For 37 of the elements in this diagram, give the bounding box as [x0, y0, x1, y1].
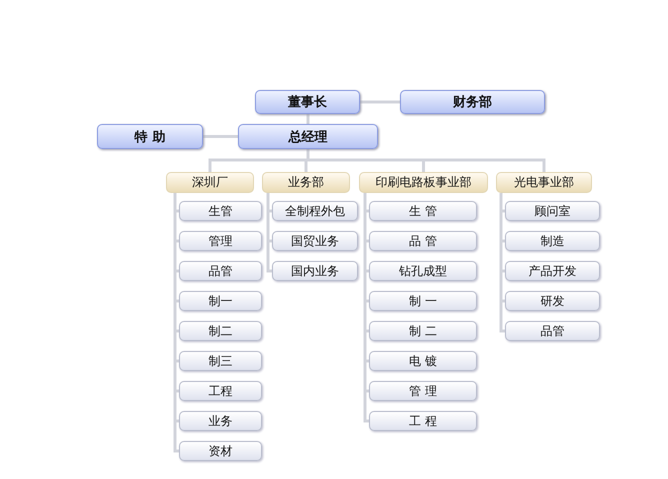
section-box: 顾问室 [505, 201, 600, 221]
section-box: 产品开发 [505, 261, 600, 281]
section-box: 品管 [179, 261, 262, 281]
section-box: 制三 [179, 351, 262, 371]
section-box: 资材 [179, 441, 262, 461]
executive-box: 董事长 [255, 90, 360, 114]
section-box: 钻孔成型 [369, 261, 477, 281]
section-box: 管理 [179, 231, 262, 251]
section-box: 研发 [505, 291, 600, 311]
section-box: 工 程 [369, 411, 477, 431]
executive-box: 财务部 [400, 90, 545, 114]
section-box: 制 一 [369, 291, 477, 311]
connector-line [306, 114, 310, 124]
section-box: 制一 [179, 291, 262, 311]
connector-line [360, 100, 400, 104]
section-box: 制二 [179, 321, 262, 341]
section-box: 制 二 [369, 321, 477, 341]
connector-line [203, 135, 238, 138]
section-box: 生 管 [369, 201, 477, 221]
department-box: 业务部 [262, 172, 350, 193]
section-box: 品管 [505, 321, 600, 341]
section-box: 制造 [505, 231, 600, 251]
department-box: 印刷电路板事业部 [359, 172, 488, 193]
executive-box: 特 助 [97, 124, 203, 149]
connector-line [306, 149, 546, 172]
section-box: 品 管 [369, 231, 477, 251]
section-box: 国内业务 [272, 261, 358, 281]
section-box: 全制程外包 [272, 201, 358, 221]
section-box: 国贸业务 [272, 231, 358, 251]
department-box: 深圳厂 [166, 172, 254, 193]
department-box: 光电事业部 [496, 172, 592, 193]
executive-box: 总经理 [238, 124, 378, 149]
section-box: 电 镀 [369, 351, 477, 371]
section-box: 工程 [179, 381, 262, 401]
section-box: 管 理 [369, 381, 477, 401]
section-box: 生管 [179, 201, 262, 221]
section-box: 业务 [179, 411, 262, 431]
